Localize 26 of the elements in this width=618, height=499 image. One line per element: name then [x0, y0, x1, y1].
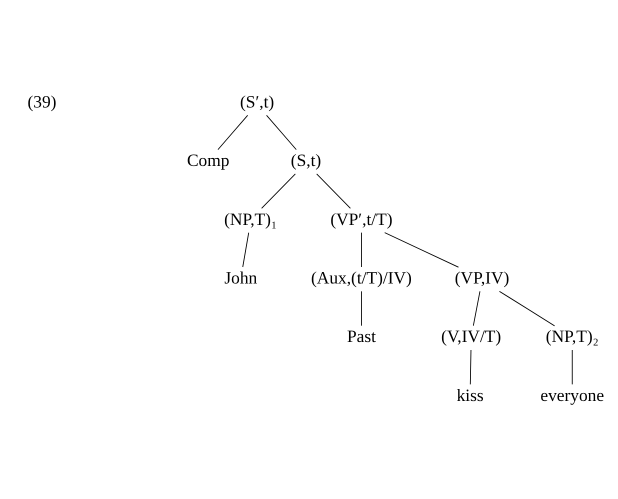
connector	[361, 290, 362, 326]
node-text: Past	[346, 326, 376, 346]
node-text: (Aux,(t/T)/IV)	[311, 268, 412, 287]
connector	[572, 349, 573, 384]
node-text: (VP,IV)	[454, 268, 510, 287]
connector	[242, 232, 250, 267]
node-text: everyone	[540, 385, 604, 404]
node-text: (NP,T)₂	[546, 326, 599, 346]
node-text: (VP′,t/T)	[330, 209, 393, 228]
node-text: kiss	[456, 385, 484, 404]
node-text: (V,IV/T)	[441, 326, 502, 346]
connector	[384, 232, 459, 268]
connector	[261, 173, 296, 208]
node-text: John	[224, 268, 258, 287]
node-text: Comp	[186, 150, 230, 170]
label: (39)	[27, 92, 56, 111]
connector	[218, 114, 248, 150]
connector	[472, 290, 480, 326]
connector	[470, 349, 472, 384]
connector	[316, 173, 351, 208]
connector	[361, 232, 362, 267]
connector	[499, 290, 556, 326]
connector	[266, 114, 297, 150]
node-text: (S′,t)	[240, 92, 274, 111]
node-text: (S,t)	[290, 150, 322, 170]
node-text: (NP,T)₁	[224, 209, 278, 228]
